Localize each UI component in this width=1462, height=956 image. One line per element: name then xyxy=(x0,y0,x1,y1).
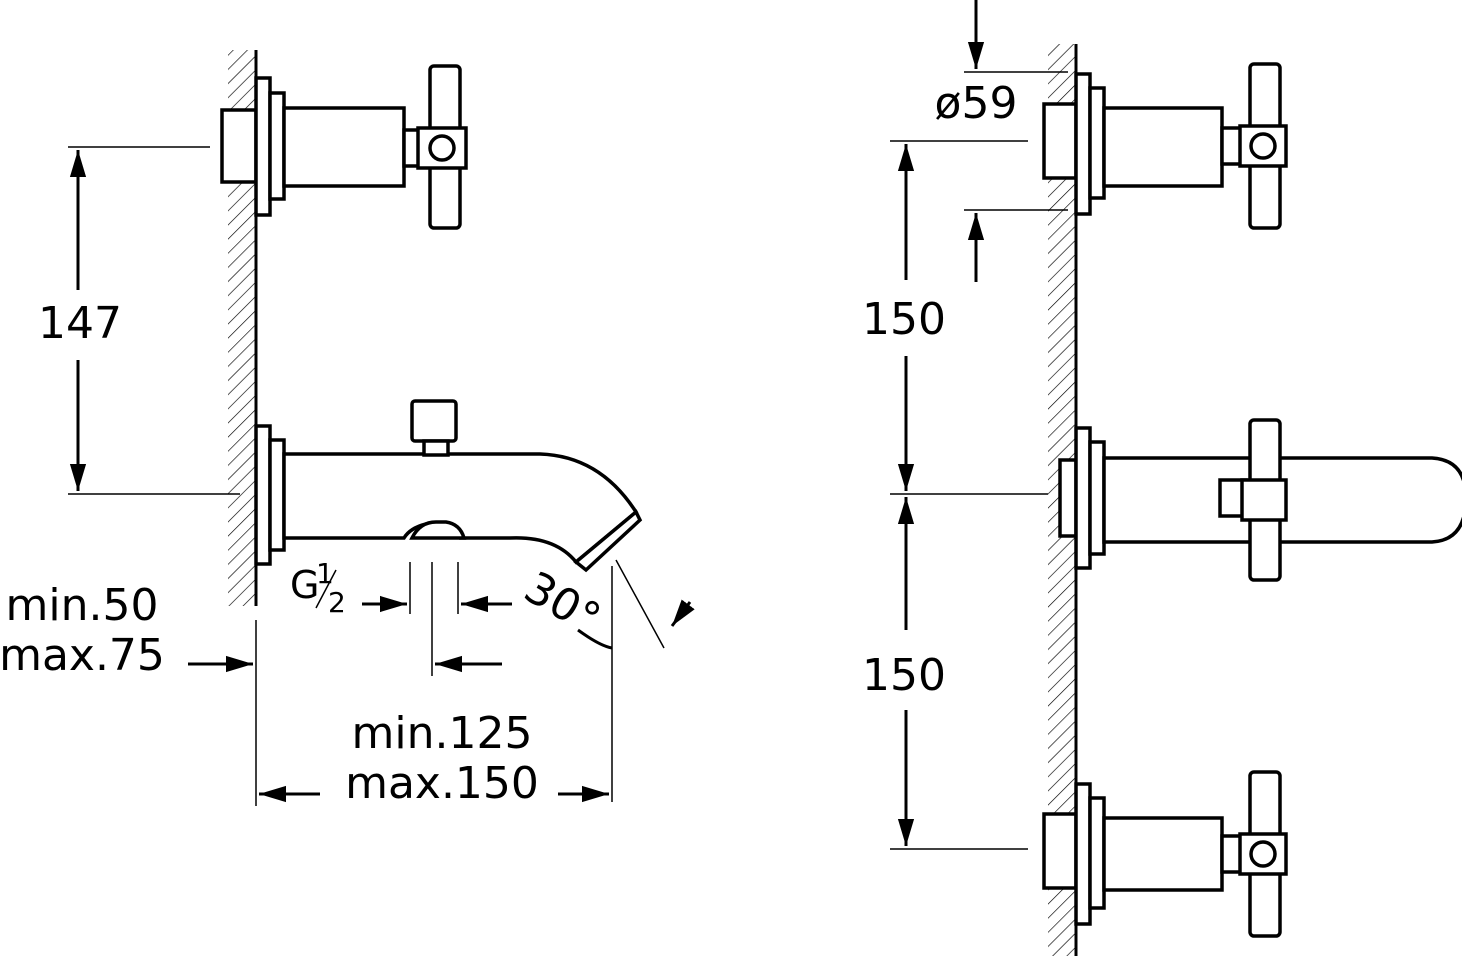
dim-wall-thickness: min.50 max.75 xyxy=(0,580,257,806)
spout-min-label: min.125 xyxy=(352,708,533,759)
dim-thread: G 1 2 xyxy=(290,557,512,676)
dim-150-vertical: 150 150 xyxy=(862,140,1048,850)
right-lower-valve xyxy=(1042,770,1288,938)
diameter-label: ø59 xyxy=(935,78,1018,129)
dim-spout-projection: min.125 max.150 xyxy=(259,708,609,809)
thread-den-label: 2 xyxy=(328,586,346,619)
right-front-view: ø59 150 150 xyxy=(862,0,1462,956)
right-middle-spout xyxy=(1058,418,1462,582)
spout-max-label: max.150 xyxy=(345,758,539,809)
left-spout xyxy=(254,399,643,573)
left-upper-valve xyxy=(220,64,468,230)
dim-wall-min-label: min.50 xyxy=(6,580,159,631)
dim-lower-150-label: 150 xyxy=(862,650,946,701)
thread-g-label: G xyxy=(290,563,319,607)
dim-angle: 30° xyxy=(516,559,695,802)
dim-upper-150-label: 150 xyxy=(862,294,946,345)
dim-147: 147 xyxy=(38,146,240,495)
angle-label: 30° xyxy=(516,562,609,645)
right-upper-valve xyxy=(1042,62,1288,230)
dim-147-label: 147 xyxy=(38,298,122,349)
dim-diameter: ø59 xyxy=(935,0,1068,282)
left-side-view: 147 min.50 max.75 G 1 2 3 xyxy=(0,50,695,809)
dim-wall-max-label: max.75 xyxy=(0,630,165,681)
